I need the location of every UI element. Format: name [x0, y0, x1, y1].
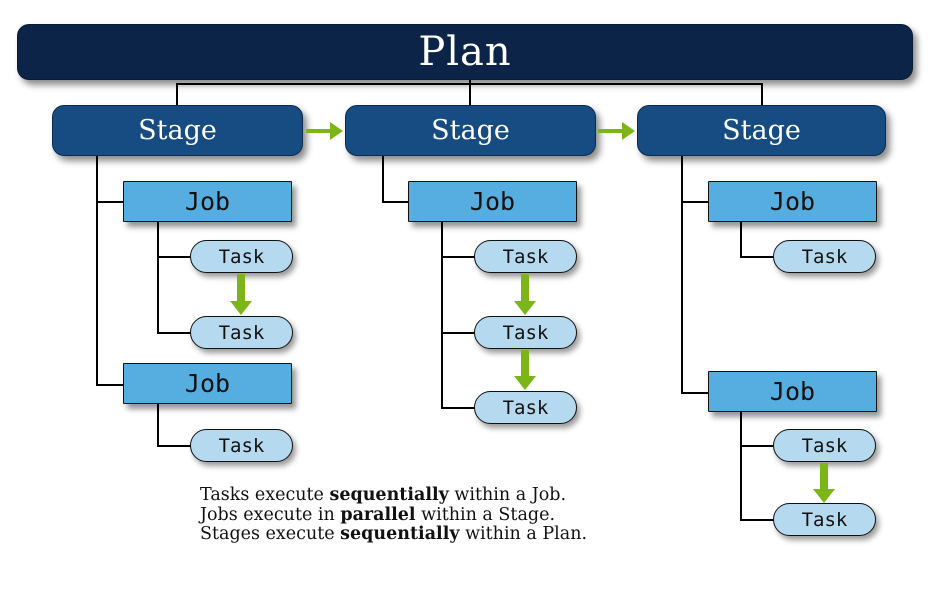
connector-job4-spine: [740, 222, 742, 257]
caption-2-pre: Jobs execute in: [200, 504, 341, 525]
connector-job1-to-task1: [157, 256, 191, 258]
connector-job1-spine: [157, 222, 159, 333]
task-label: Task: [502, 245, 549, 268]
task-node-1-2-1[interactable]: Task: [190, 429, 293, 462]
connector-stage1-to-job1: [96, 201, 124, 203]
caption-2-bold: parallel: [340, 504, 416, 525]
arrow-stage1-to-stage2: [306, 122, 343, 140]
task-label: Task: [218, 434, 265, 457]
task-node-2-1-2[interactable]: Task: [474, 316, 577, 349]
caption-1-post: within a Job.: [448, 485, 567, 505]
job-label: Job: [184, 369, 231, 398]
connector-plan-to-stage-2: [469, 83, 471, 107]
caption-line-3: Stages execute sequentially within a Pla…: [200, 524, 720, 545]
stage-label: Stage: [138, 115, 217, 146]
arrow-stage2-to-stage3: [598, 122, 635, 140]
task-label: Task: [502, 321, 549, 344]
task-label: Task: [218, 321, 265, 344]
arrow-task-sequence-4: [813, 463, 835, 503]
job-node-5[interactable]: Job: [708, 371, 877, 412]
connector-stage1-to-job2: [96, 384, 124, 386]
task-node-3-1-1[interactable]: Task: [773, 240, 876, 273]
caption-block: Tasks execute sequentially within a Job.…: [200, 485, 720, 545]
connector-job5-spine: [740, 412, 742, 521]
job-node-2[interactable]: Job: [123, 363, 292, 404]
task-label: Task: [218, 245, 265, 268]
task-node-2-1-1[interactable]: Task: [474, 240, 577, 273]
connector-job3-to-task2: [441, 332, 475, 334]
task-label: Task: [801, 245, 848, 268]
plan-label: Plan: [418, 29, 512, 75]
caption-line-2: Jobs execute in parallel within a Stage.: [200, 504, 720, 526]
job-node-1[interactable]: Job: [123, 181, 292, 222]
connector-job1-to-task2: [157, 332, 191, 334]
job-label: Job: [469, 187, 516, 216]
job-node-3[interactable]: Job: [408, 181, 577, 222]
arrow-task-sequence-1: [230, 274, 252, 315]
connector-job2-spine: [157, 404, 159, 446]
connector-stage3-to-job2: [681, 392, 709, 394]
connector-stage3-spine: [681, 156, 683, 394]
job-label: Job: [184, 187, 231, 216]
task-label: Task: [801, 508, 848, 531]
plan-node[interactable]: Plan: [17, 24, 913, 80]
task-node-1-1-2[interactable]: Task: [190, 316, 293, 349]
task-node-2-1-3[interactable]: Task: [474, 391, 577, 424]
arrow-task-sequence-2: [514, 274, 536, 315]
caption-2-post: within a Stage.: [415, 504, 556, 525]
task-node-3-2-1[interactable]: Task: [773, 429, 876, 462]
task-label: Task: [502, 396, 549, 419]
connector-job2-to-task1: [157, 445, 191, 447]
connector-job3-spine: [441, 222, 443, 408]
connector-stage1-spine: [96, 156, 98, 386]
caption-3-post: within a Plan.: [459, 524, 588, 544]
connector-job5-to-task2: [740, 519, 774, 521]
connector-job5-to-task1: [740, 445, 774, 447]
task-node-3-2-2[interactable]: Task: [773, 503, 876, 536]
connector-plan-drop: [469, 76, 471, 85]
stage-node-1[interactable]: Stage: [52, 105, 303, 156]
task-label: Task: [801, 434, 848, 457]
connector-job3-to-task3: [441, 407, 475, 409]
connector-stage2-spine: [382, 156, 384, 202]
caption-line-1: Tasks execute sequentially within a Job.: [200, 485, 720, 506]
job-label: Job: [769, 187, 816, 216]
arrow-task-sequence-3: [514, 350, 536, 390]
connector-job3-to-task1: [441, 256, 475, 258]
stage-label: Stage: [431, 115, 510, 146]
job-node-4[interactable]: Job: [708, 181, 877, 222]
task-node-1-1-1[interactable]: Task: [190, 240, 293, 273]
stage-node-3[interactable]: Stage: [637, 105, 886, 156]
connector-plan-to-stage-1: [176, 83, 178, 107]
caption-3-bold: sequentially: [340, 524, 460, 544]
connector-plan-to-stage-3: [761, 83, 763, 107]
stage-label: Stage: [722, 115, 801, 146]
stage-node-2[interactable]: Stage: [345, 105, 596, 156]
connector-stage2-to-job1: [382, 201, 410, 203]
caption-1-bold: sequentially: [329, 485, 449, 505]
caption-3-pre: Stages execute: [200, 524, 341, 544]
connector-stage3-to-job1: [681, 201, 709, 203]
job-label: Job: [769, 377, 816, 406]
connector-job4-to-task1: [740, 256, 774, 258]
caption-1-pre: Tasks execute: [200, 485, 330, 505]
